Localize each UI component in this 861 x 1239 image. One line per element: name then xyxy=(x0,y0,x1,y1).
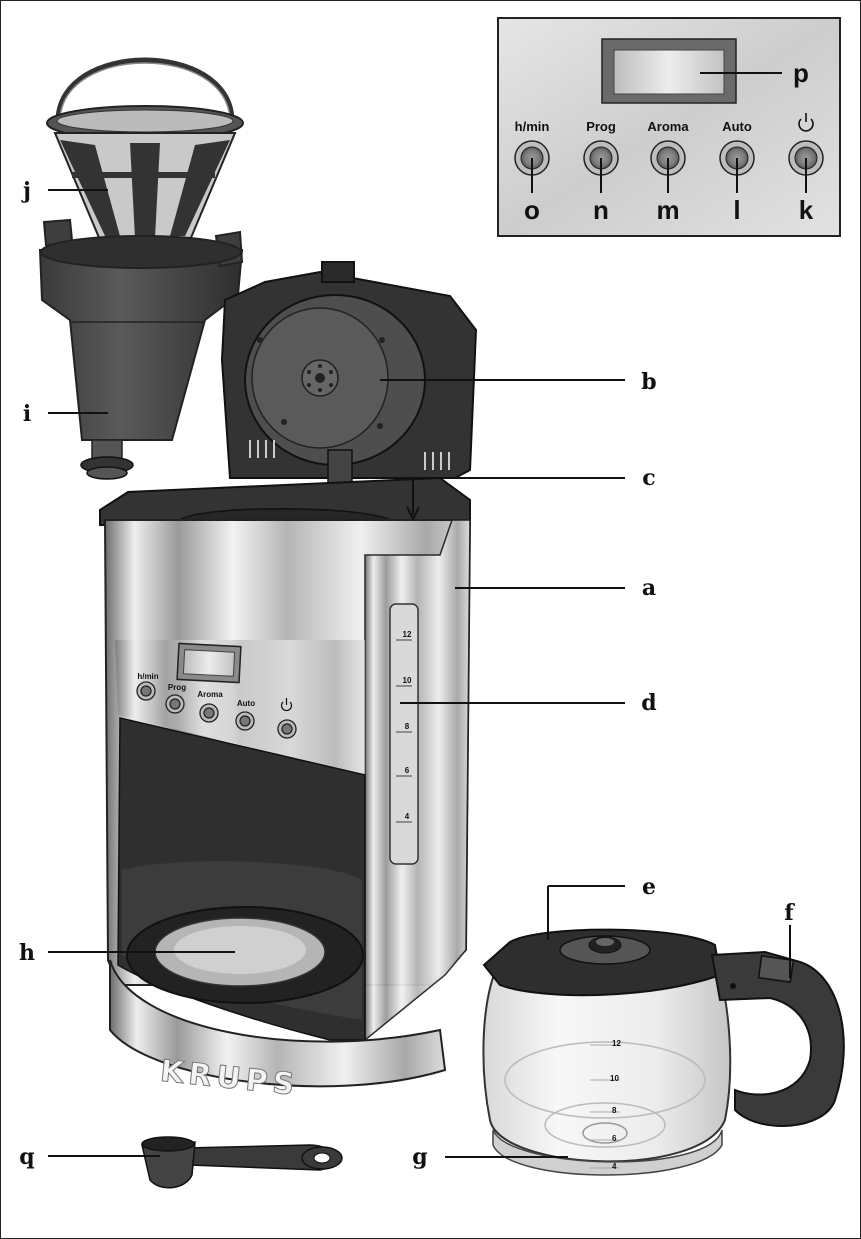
front-label-h-min: h/min xyxy=(137,672,158,681)
callout-d: d xyxy=(641,690,656,716)
label-auto: Auto xyxy=(722,119,752,134)
water-level-window xyxy=(389,603,419,865)
glass-carafe: 12 10 8 6 4 xyxy=(482,928,845,1176)
callout-o: o xyxy=(524,195,540,225)
tank-scale-10: 10 xyxy=(403,676,412,685)
tank-scale-4: 4 xyxy=(405,812,410,821)
carafe-scale-6: 6 xyxy=(612,1134,617,1143)
callout-p: p xyxy=(793,58,809,88)
carafe-scale-8: 8 xyxy=(612,1106,617,1115)
coffee-machine: 12 10 8 6 4 h/min Prog Aroma Auto xyxy=(99,261,478,1104)
callout-g: g xyxy=(412,1144,427,1170)
callout-b: b xyxy=(641,369,656,395)
measuring-spoon xyxy=(141,1136,343,1189)
callout-j: j xyxy=(21,178,31,204)
carafe-scale-12: 12 xyxy=(612,1039,621,1048)
front-power-icon xyxy=(280,698,293,712)
label-prog: Prog xyxy=(586,119,616,134)
front-label-prog: Prog xyxy=(168,683,186,692)
callout-c: c xyxy=(642,465,655,491)
control-panel-detail: p h/min Prog Aroma Auto xyxy=(497,17,841,237)
permanent-filter xyxy=(46,57,244,241)
front-label-auto: Auto xyxy=(237,699,255,708)
callout-a: a xyxy=(642,575,656,601)
label-aroma: Aroma xyxy=(647,119,689,134)
callout-f: f xyxy=(784,900,795,926)
label-h-min: h/min xyxy=(515,119,550,134)
carafe-scale-4: 4 xyxy=(612,1162,617,1171)
callout-k: k xyxy=(799,195,814,225)
power-icon xyxy=(798,113,814,132)
tank-scale-12: 12 xyxy=(403,630,412,639)
tank-scale-8: 8 xyxy=(405,722,410,731)
callout-m: m xyxy=(656,195,679,225)
callout-n: n xyxy=(593,195,609,225)
filter-holder xyxy=(38,218,244,480)
callout-h: h xyxy=(19,940,35,966)
front-label-aroma: Aroma xyxy=(197,690,223,699)
callout-i: i xyxy=(23,401,31,427)
callout-e: e xyxy=(642,874,656,900)
carafe-scale-10: 10 xyxy=(610,1074,619,1083)
callout-q: q xyxy=(19,1144,34,1170)
tank-scale-6: 6 xyxy=(405,766,410,775)
callout-l: l xyxy=(733,195,740,225)
